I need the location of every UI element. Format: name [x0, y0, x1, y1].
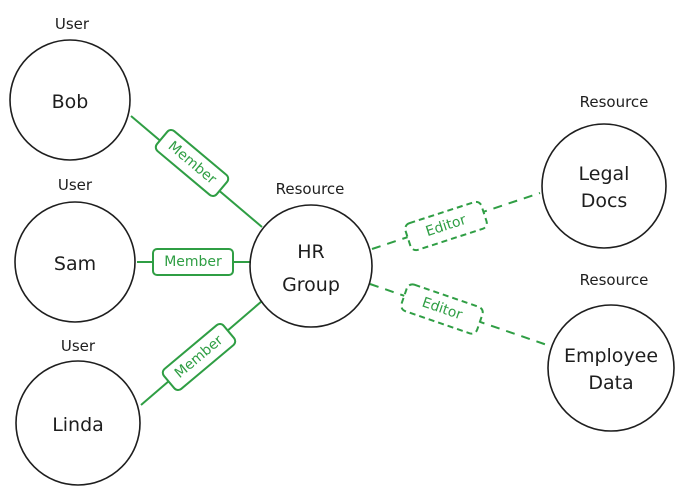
node-linda: User Linda — [15, 337, 141, 486]
node-name-line-1: Employee — [564, 345, 658, 367]
node-circle — [15, 360, 141, 486]
node-name-line-2: Group — [282, 274, 340, 296]
node-type-label: Resource — [580, 271, 649, 289]
badge-label: Member — [164, 254, 222, 270]
node-bob: User Bob — [9, 15, 131, 161]
node-sam: User Sam — [14, 176, 136, 323]
node-type-label: Resource — [580, 93, 649, 111]
node-type-label: User — [58, 176, 93, 194]
node-legal-docs: Resource Legal Docs — [541, 93, 667, 249]
node-hr-group: Resource HR Group — [249, 180, 373, 328]
node-name-line-2: Docs — [581, 190, 628, 212]
node-type-label: User — [61, 337, 96, 355]
badge-hr-employee: Editor — [400, 283, 484, 335]
badge-bob-hr: Member — [154, 129, 230, 197]
node-name: Bob — [52, 91, 89, 113]
node-name-line-1: HR — [297, 241, 325, 263]
node-circle — [9, 39, 131, 161]
node-circle — [14, 201, 136, 323]
node-circle — [249, 204, 373, 328]
badge-hr-legal: Editor — [404, 200, 488, 252]
node-circle — [547, 304, 675, 432]
badge-linda-hr: Member — [161, 323, 237, 391]
node-type-label: User — [55, 15, 90, 33]
badge-sam-hr: Member — [152, 248, 234, 276]
node-name-line-2: Data — [588, 372, 633, 394]
node-type-label: Resource — [276, 180, 345, 198]
node-circle — [541, 123, 667, 249]
node-employee-data: Resource Employee Data — [547, 271, 675, 432]
node-name: Linda — [52, 414, 104, 436]
node-name-line-1: Legal — [579, 163, 630, 185]
node-name: Sam — [54, 253, 96, 275]
